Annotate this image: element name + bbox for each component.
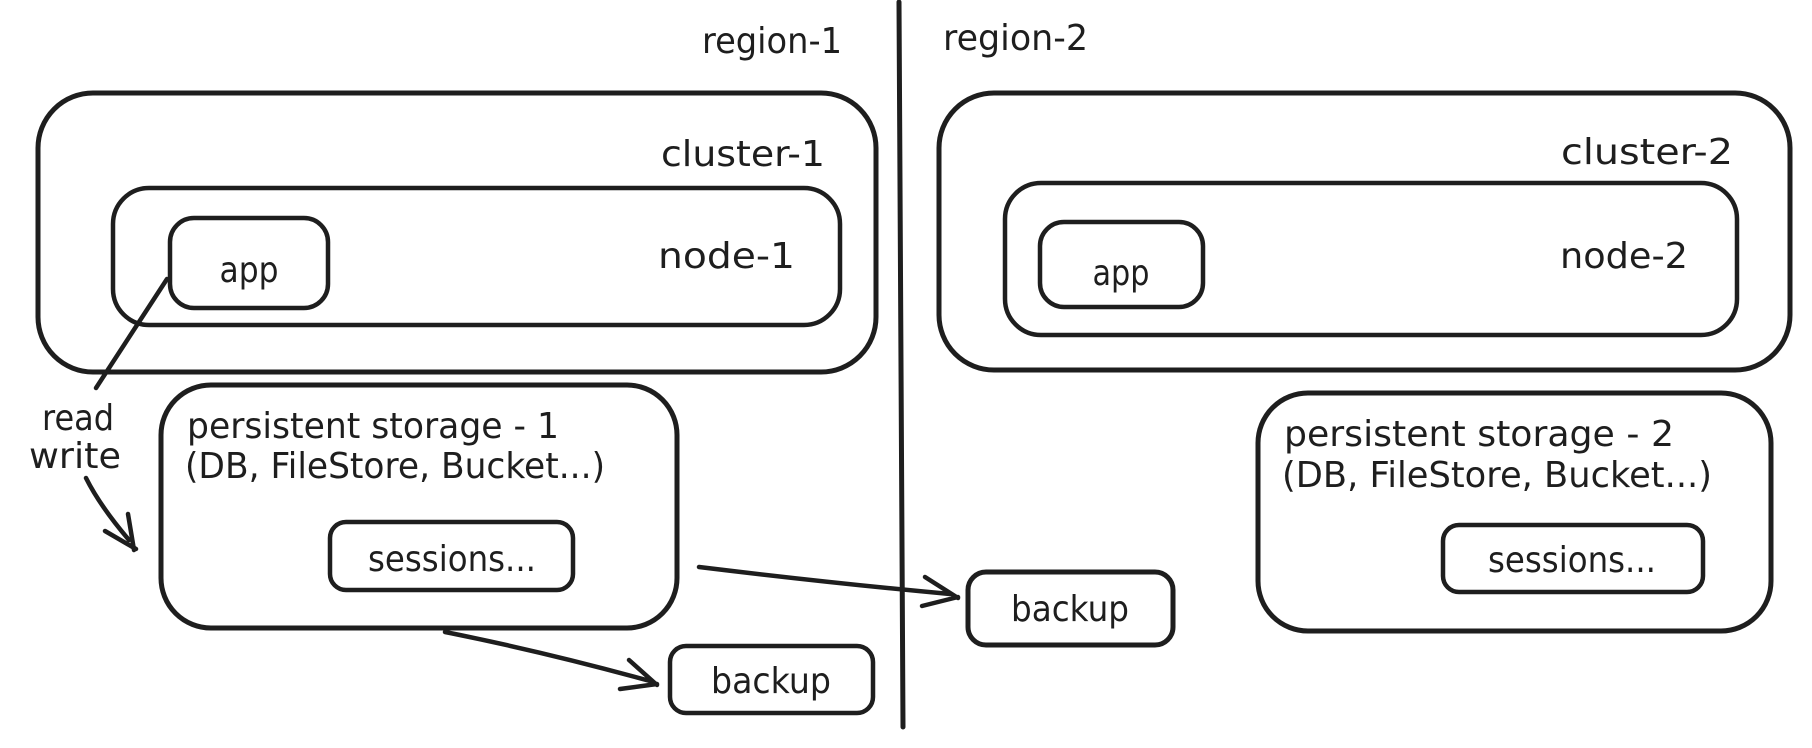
app-1-box [167,215,331,311]
arrow-storage-1-to-backup-region-2 [696,564,961,609]
sessions-1-box [327,519,576,593]
cluster-2-box [936,90,1793,373]
region-2-group: cluster-2 node-2 app persistent storage … [936,90,1793,648]
cluster-1-box [35,90,879,375]
line-app-to-readwrite-label [93,276,170,391]
arrow-storage-1-to-backup-region-1 [442,629,660,692]
backup-region-2-label: backup [1011,589,1129,630]
app-2-label: app [1093,253,1150,294]
backup-region-2-box [965,569,1176,648]
backup-region-1-label: backup [711,661,831,702]
region-1-group: cluster-1 node-1 app persistent storage … [35,90,879,716]
region-1-label: region-1 [702,21,842,62]
sessions-2-label: sessions... [1488,540,1656,581]
app-1-label: app [220,250,279,291]
storage-1-subtitle: (DB, FileStore, Bucket...) [185,446,605,487]
node-1-label: node-1 [658,236,795,277]
read-annotation: read [42,398,114,439]
region-divider-line [896,0,906,730]
node-1-box [110,185,843,328]
storage-2-title: persistent storage - 2 [1284,414,1674,455]
storage-1-box [158,382,680,631]
sessions-2-box [1440,522,1706,595]
write-annotation: write [29,436,121,477]
sessions-1-label: sessions... [368,539,536,580]
backup-region-1-box [667,643,876,716]
storage-1-title: persistent storage - 1 [187,406,559,447]
region-2-label: region-2 [943,18,1088,59]
cluster-1-label: cluster-1 [661,134,825,175]
node-2-label: node-2 [1560,236,1688,277]
app-2-box [1037,219,1206,310]
cluster-2-label: cluster-2 [1561,132,1733,173]
arrow-readwrite-to-storage-1 [83,475,139,553]
node-2-box [1002,180,1740,338]
storage-2-box [1255,390,1774,634]
storage-2-subtitle: (DB, FileStore, Bucket...) [1282,455,1712,496]
